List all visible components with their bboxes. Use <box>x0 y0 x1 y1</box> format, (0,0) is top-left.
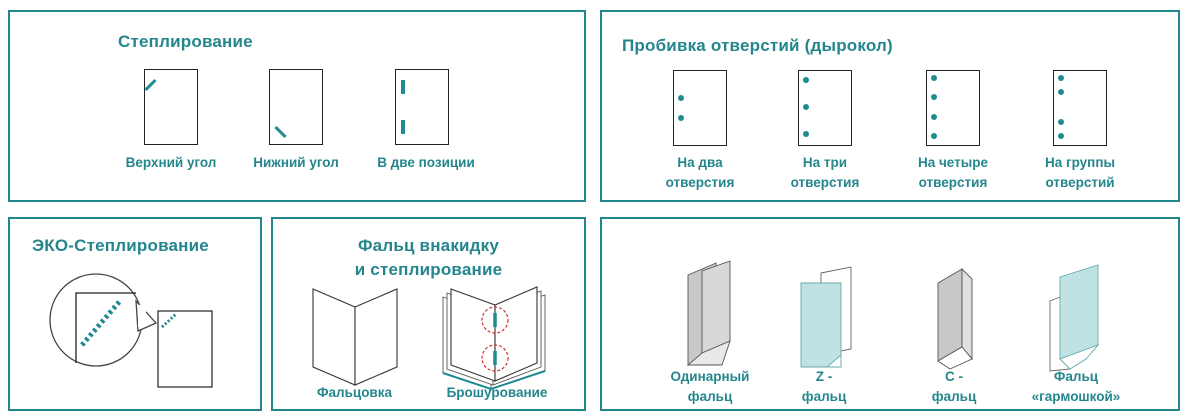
stapling-top-corner-page <box>144 69 198 145</box>
accordion-fold-illustration <box>1049 264 1100 372</box>
punch-hole <box>1058 75 1064 81</box>
folded-sheet-illustration <box>312 288 398 386</box>
punch-hole <box>931 114 937 120</box>
stapling-top-corner-label: Верхний угол <box>125 155 217 170</box>
staple-mark <box>144 78 157 92</box>
punch-hole <box>678 95 684 101</box>
punch-four-holes-label: На четыре отверстия <box>903 153 1003 193</box>
stapling-two-positions-label: В две позиции <box>377 155 475 170</box>
folding-label: Фальцовка <box>316 385 392 400</box>
folding-types-panel: Одинарный фальц Z - фальц C - фальц Фаль… <box>600 217 1180 411</box>
punch-three-holes-label: На три отверстия <box>775 153 875 193</box>
punch-hole <box>931 133 937 139</box>
punch-groups-label: На группы отверстий <box>1030 153 1130 193</box>
punch-four-holes-page <box>926 70 980 146</box>
punch-hole <box>678 115 684 121</box>
stapling-bottom-corner-page <box>269 69 323 145</box>
punch-two-holes-line1: На два <box>677 155 723 170</box>
stapling-panel: Степлирование Верхний угол Нижний угол В… <box>8 10 586 202</box>
punch-hole <box>931 75 937 81</box>
punch-groups-line2: отверстий <box>1045 175 1115 190</box>
punch-four-holes-line2: отверстия <box>918 175 988 190</box>
z-fold-line2: фальц <box>801 389 847 404</box>
single-fold-line2: фальц <box>687 389 733 404</box>
fold-staple-title-line1: Фальц внакидку <box>357 236 500 255</box>
punch-groups-page <box>1053 70 1107 146</box>
accordion-fold-line1: Фальц <box>1053 369 1099 384</box>
punch-hole <box>1058 89 1064 95</box>
stapling-title: Степлирование <box>118 32 253 51</box>
punch-hole <box>1058 119 1064 125</box>
punch-three-holes-line1: На три <box>802 155 848 170</box>
punch-two-holes-label: На два отверстия <box>650 153 750 193</box>
staple-mark <box>274 125 287 139</box>
z-fold-illustration <box>800 266 852 368</box>
booklet-label: Брошурование <box>446 385 548 400</box>
eco-stapling-illustration <box>49 273 213 388</box>
single-fold-line1: Одинарный <box>670 369 750 384</box>
punch-four-holes-line1: На четыре <box>917 155 989 170</box>
punch-three-holes-line2: отверстия <box>790 175 860 190</box>
punching-title: Пробивка отверстий (дырокол) <box>622 36 893 55</box>
staple-mark <box>401 120 405 134</box>
eco-stapling-panel: ЭКО-Степлирование <box>8 217 262 411</box>
eco-stapling-title: ЭКО-Степлирование <box>32 236 209 255</box>
c-fold-label: C - фальц <box>914 367 994 407</box>
punch-two-holes-line2: отверстия <box>665 175 735 190</box>
punch-hole <box>803 104 809 110</box>
punch-hole <box>803 77 809 83</box>
punch-hole <box>1058 133 1064 139</box>
punch-two-holes-page <box>673 70 727 146</box>
staple-mark <box>401 80 405 94</box>
z-fold-line1: Z - <box>815 369 833 384</box>
stapling-two-positions-page <box>395 69 449 145</box>
punch-three-holes-page <box>798 70 852 146</box>
accordion-fold-line2: «гармошкой» <box>1031 389 1121 404</box>
stapling-bottom-corner-label: Нижний угол <box>253 155 339 170</box>
fold-staple-panel: Фальц внакидку и степлирование Фальцовка… <box>271 217 586 411</box>
c-fold-line2: фальц <box>931 389 977 404</box>
single-fold-label: Одинарный фальц <box>650 367 770 407</box>
punch-hole <box>931 94 937 100</box>
punch-groups-line1: На группы <box>1044 155 1116 170</box>
punching-panel: Пробивка отверстий (дырокол) На два отве… <box>600 10 1180 202</box>
c-fold-line1: C - <box>945 369 963 384</box>
fold-staple-title-line2: и степлирование <box>354 260 503 279</box>
c-fold-illustration <box>937 267 973 370</box>
single-fold-illustration <box>686 260 731 366</box>
booklet-illustration <box>442 286 546 391</box>
accordion-fold-label: Фальц «гармошкой» <box>1026 367 1126 407</box>
punch-hole <box>803 131 809 137</box>
z-fold-label: Z - фальц <box>784 367 864 407</box>
